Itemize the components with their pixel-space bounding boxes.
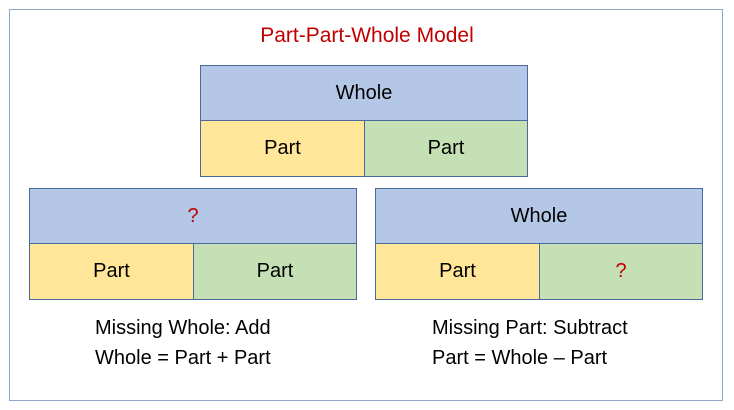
missing-part-part-left: Part [375,243,540,300]
missing-part-whole: Whole [375,188,703,244]
missing-whole-cell: ? [29,188,357,244]
missing-whole-part-right: Part [193,243,357,300]
top-model-part-left: Part [200,120,365,177]
top-model-part-right: Part [364,120,528,177]
missing-whole-part-left: Part [29,243,194,300]
missing-whole-rule: Missing Whole: Add [95,317,271,339]
missing-part-cell: ? [539,243,703,300]
missing-whole-equation: Whole = Part + Part [95,347,271,369]
missing-part-equation: Part = Whole – Part [432,347,608,369]
diagram-title: Part-Part-Whole Model [260,24,474,47]
missing-whole-caption: Missing Whole: Add Whole = Part + Part [95,313,271,373]
top-model-whole: Whole [200,65,528,121]
diagram-frame: Part-Part-Whole Model [9,9,723,401]
missing-part-caption: Missing Part: Subtract Part = Whole – Pa… [432,313,628,373]
missing-part-rule: Missing Part: Subtract [432,317,628,339]
